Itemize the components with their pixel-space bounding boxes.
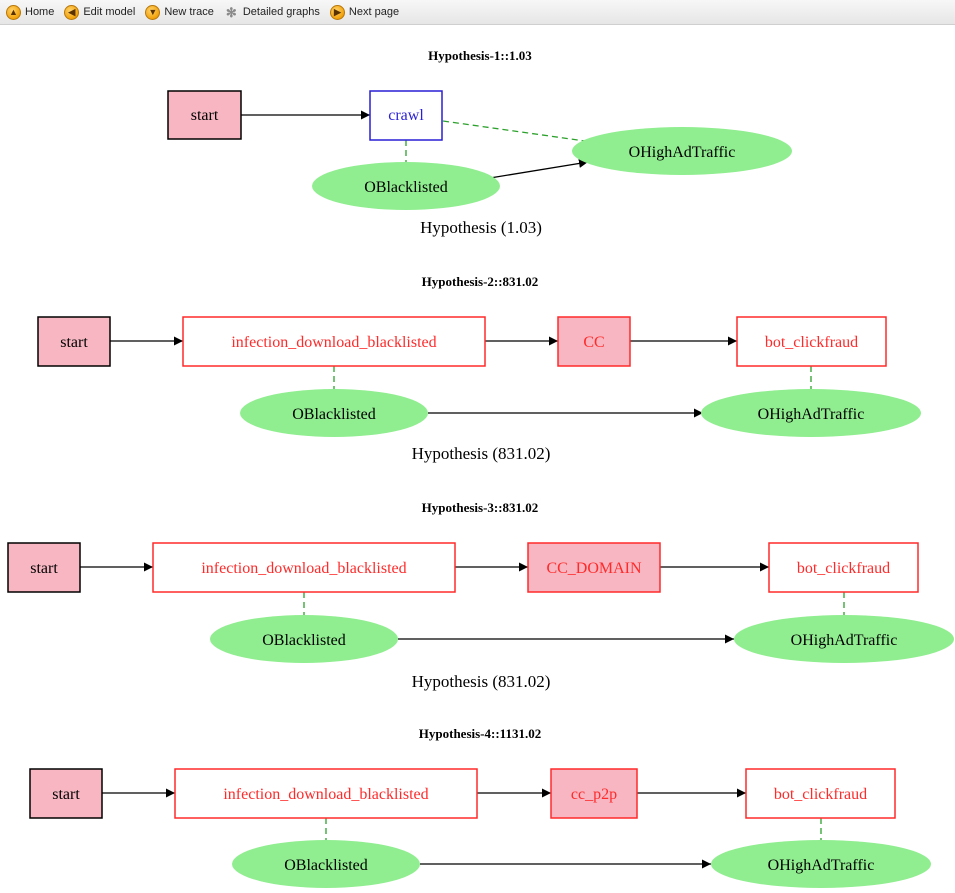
next-page-button[interactable]: ▶ Next page: [329, 4, 400, 20]
observation-oblacklisted-label: OBlacklisted: [292, 406, 376, 423]
hypothesis-title: Hypothesis-4::1131.02: [419, 726, 541, 741]
observation-node-oblacklisted: [240, 389, 428, 437]
detailed-graphs-button[interactable]: ✻ Detailed graphs: [224, 5, 320, 20]
hypothesis-2: Hypothesis-2::831.02 start infection_dow…: [37, 274, 921, 463]
observation-node-ohighadtraffic: [572, 127, 792, 175]
observation-node-oblacklisted: [232, 840, 420, 888]
state-node-label: cc_p2p: [571, 786, 617, 803]
edge-crawl-ohighadtraffic: [442, 120, 593, 143]
hypothesis-title: Hypothesis-1::1.03: [428, 48, 532, 63]
state-node-cc-p2p: [550, 768, 638, 819]
start-node-label: start: [30, 560, 58, 577]
edit-model-label: Edit model: [83, 6, 136, 18]
state-node-label: infection_download_blacklisted: [231, 334, 436, 351]
hypothesis-title: Hypothesis-3::831.02: [422, 500, 539, 515]
hypothesis-title: Hypothesis-2::831.02: [422, 274, 539, 289]
state-node-crawl: [369, 90, 443, 141]
start-node-label: start: [60, 334, 88, 351]
chevron-up-icon: ▲: [6, 4, 21, 20]
state-node-label: bot_clickfraud: [774, 786, 867, 803]
edit-model-button[interactable]: ◀ Edit model: [64, 4, 136, 20]
observation-node-ohighadtraffic: [734, 615, 954, 663]
state-node-bot-clickfraud: [736, 316, 887, 367]
network-icon: ✻: [225, 4, 237, 20]
hypothesis-caption: Hypothesis (1.03): [420, 218, 542, 237]
state-node-label: bot_clickfraud: [797, 560, 890, 577]
observation-node-oblacklisted: [312, 162, 500, 210]
observation-node-ohighadtraffic: [711, 840, 931, 888]
state-node-cc-domain: [527, 542, 661, 593]
observation-oblacklisted-label: OBlacklisted: [262, 632, 346, 649]
hypothesis-4: Hypothesis-4::1131.02 start infection_do…: [29, 726, 931, 888]
edge-oblacklisted-ohighadtraffic: [489, 159, 589, 179]
start-node-label: start: [191, 107, 219, 124]
observation-ohighadtraffic-label: OHighAdTraffic: [758, 406, 865, 423]
new-trace-button[interactable]: ▼ New trace: [145, 4, 214, 20]
observation-ohighadtraffic-label: OHighAdTraffic: [629, 144, 736, 161]
start-node: [167, 90, 242, 140]
next-page-label: Next page: [348, 6, 400, 18]
state-node-bot-clickfraud: [745, 768, 896, 819]
toolbar: ▲ Home ◀ Edit model ▼ New trace ✻ Detail…: [0, 0, 955, 25]
observation-oblacklisted-label: OBlacklisted: [284, 857, 368, 874]
hypothesis-3: Hypothesis-3::831.02 start infection_dow…: [7, 500, 954, 691]
state-node-label: CC_DOMAIN: [546, 560, 642, 577]
state-node-crawl-label: crawl: [388, 107, 424, 124]
new-trace-label: New trace: [164, 6, 214, 18]
state-node-label: infection_download_blacklisted: [201, 560, 406, 577]
observation-ohighadtraffic-label: OHighAdTraffic: [768, 857, 875, 874]
chevron-down-icon: ▼: [145, 4, 161, 20]
start-node-label: start: [52, 786, 80, 803]
detailed-graphs-label: Detailed graphs: [242, 6, 320, 18]
chevron-right-icon: ▶: [329, 4, 345, 20]
observation-node-oblacklisted: [210, 615, 398, 663]
state-node-label: bot_clickfraud: [765, 334, 858, 351]
observation-ohighadtraffic-label: OHighAdTraffic: [791, 632, 898, 649]
home-button[interactable]: ▲ Home: [6, 4, 55, 20]
state-node-label: infection_download_blacklisted: [223, 786, 428, 803]
state-node-label: CC: [583, 334, 604, 351]
state-node-infection-download-blacklisted: [182, 316, 486, 367]
state-node-bot-clickfraud: [768, 542, 919, 593]
state-node-infection-download-blacklisted: [174, 768, 478, 819]
observation-node-ohighadtraffic: [701, 389, 921, 437]
state-node-infection-download-blacklisted: [152, 542, 456, 593]
start-node: [37, 316, 111, 367]
state-node-cc: [557, 316, 631, 367]
chevron-left-icon: ◀: [64, 4, 80, 20]
start-node: [7, 542, 81, 593]
hypothesis-caption: Hypothesis (831.02): [412, 672, 551, 691]
hypothesis-1: Hypothesis-1::1.03 start crawl OHighAdTr…: [167, 48, 792, 237]
hypothesis-caption: Hypothesis (831.02): [412, 444, 551, 463]
observation-oblacklisted-label: OBlacklisted: [364, 179, 448, 196]
home-label: Home: [25, 6, 55, 18]
start-node: [29, 768, 103, 819]
